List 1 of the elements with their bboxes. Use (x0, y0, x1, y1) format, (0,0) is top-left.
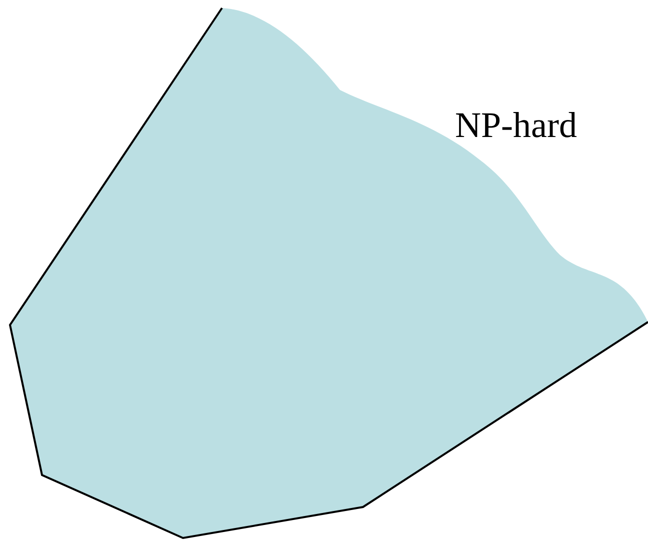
region-label: NP-hard (455, 104, 577, 146)
